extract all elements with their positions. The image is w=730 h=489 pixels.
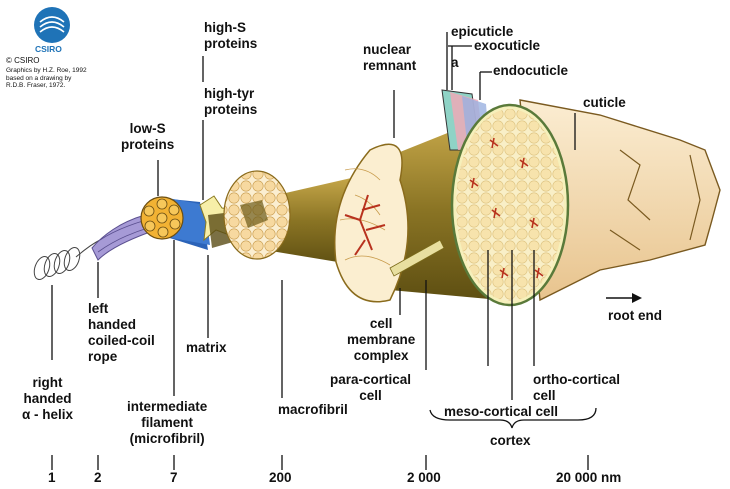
- label-cuticle: cuticle: [583, 95, 626, 111]
- label-endocuticle: endocuticle: [493, 63, 568, 79]
- scale-ticks: [52, 455, 588, 470]
- label-high-s-proteins: high-S proteins: [204, 20, 257, 52]
- scale-1: 1: [48, 470, 56, 485]
- label-para-cortical-cell: para-cortical cell: [330, 372, 411, 404]
- scale-20000-nm: 20 000 nm: [556, 470, 621, 485]
- label-intermediate-filament: intermediate filament (microfibril): [127, 399, 207, 447]
- copyright-text: © CSIRO: [6, 56, 39, 65]
- label-right-handed-helix: right handed α - helix: [22, 375, 73, 423]
- label-a-layer: a: [451, 55, 459, 71]
- scale-2000: 2 000: [407, 470, 441, 485]
- root-end-arrow: [606, 293, 642, 303]
- label-macrofibril: macrofibril: [278, 402, 348, 418]
- label-cell-membrane-complex: cell membrane complex: [347, 316, 415, 364]
- label-meso-cortical-cell: meso-cortical cell: [444, 404, 558, 420]
- label-root-end: root end: [608, 308, 662, 324]
- label-ortho-cortical-cell: ortho-cortical cell: [533, 372, 620, 404]
- label-left-handed-rope: left handed coiled-coil rope: [88, 301, 155, 365]
- csiro-wordmark: CSIRO: [35, 44, 62, 54]
- scale-2: 2: [94, 470, 102, 485]
- cortex-cuticle-drawing: [442, 90, 720, 305]
- label-cortex: cortex: [490, 433, 531, 449]
- label-nuclear-remnant: nuclear remnant: [363, 42, 416, 74]
- csiro-logo: [34, 7, 70, 43]
- credit-text: Graphics by H.Z. Roe, 1992 based on a dr…: [6, 67, 87, 90]
- scale-200: 200: [269, 470, 292, 485]
- label-high-tyr-proteins: high-tyr proteins: [204, 86, 257, 118]
- label-low-s-proteins: low-S proteins: [121, 121, 174, 153]
- alpha-helix-drawing: [31, 240, 100, 282]
- label-exocuticle: exocuticle: [474, 38, 540, 54]
- label-matrix: matrix: [186, 340, 227, 356]
- scale-7: 7: [170, 470, 178, 485]
